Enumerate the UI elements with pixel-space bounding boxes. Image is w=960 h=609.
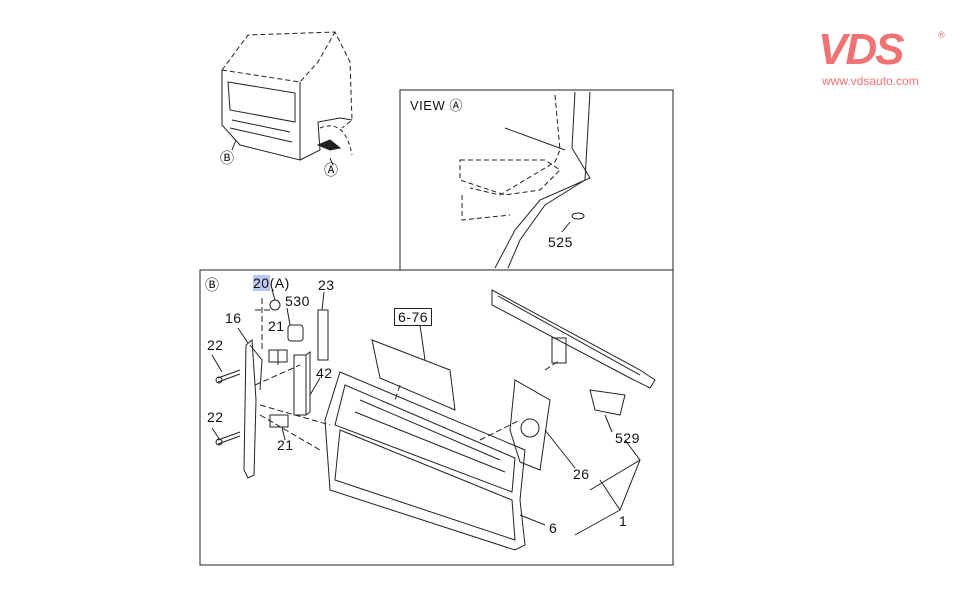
overview-marker-a: Ⓐ xyxy=(324,162,339,178)
part-label-20-number: 20 xyxy=(253,275,270,291)
truck-cab-overview xyxy=(221,31,353,166)
part-label-23: 23 xyxy=(318,277,335,293)
part-label-525: 525 xyxy=(548,234,573,250)
part-label-6-76: 6-76 xyxy=(394,308,433,326)
part-label-20-suffix: (A) xyxy=(269,275,290,291)
part-label-530: 530 xyxy=(285,293,310,309)
vds-logo: VDS ® www.vdsauto.com xyxy=(818,25,948,89)
detail-b-drawing xyxy=(211,289,656,551)
part-label-22-top: 22 xyxy=(207,337,224,353)
part-label-1: 1 xyxy=(619,513,628,529)
part-label-22-bottom: 22 xyxy=(207,409,224,425)
part-label-26: 26 xyxy=(573,466,590,482)
overview-marker-b: Ⓑ xyxy=(220,150,235,166)
part-label-42: 42 xyxy=(316,365,333,381)
part-label-529: 529 xyxy=(615,430,640,446)
part-label-16: 16 xyxy=(225,310,242,326)
part-label-6: 6 xyxy=(549,520,558,536)
part-label-20: 20(A) xyxy=(253,275,290,291)
detail-b-marker: Ⓑ xyxy=(205,277,220,293)
logo-registered: ® xyxy=(938,30,945,40)
part-label-21-bottom: 21 xyxy=(277,437,294,453)
part-label-21-top: 21 xyxy=(268,318,285,334)
view-a-frame xyxy=(399,89,674,271)
view-a-drawing xyxy=(459,91,591,269)
detail-b-frame xyxy=(199,269,674,566)
logo-url: www.vdsauto.com xyxy=(822,74,919,88)
logo-brand: VDS xyxy=(818,25,904,74)
view-a-title: VIEW Ⓐ xyxy=(410,98,463,113)
